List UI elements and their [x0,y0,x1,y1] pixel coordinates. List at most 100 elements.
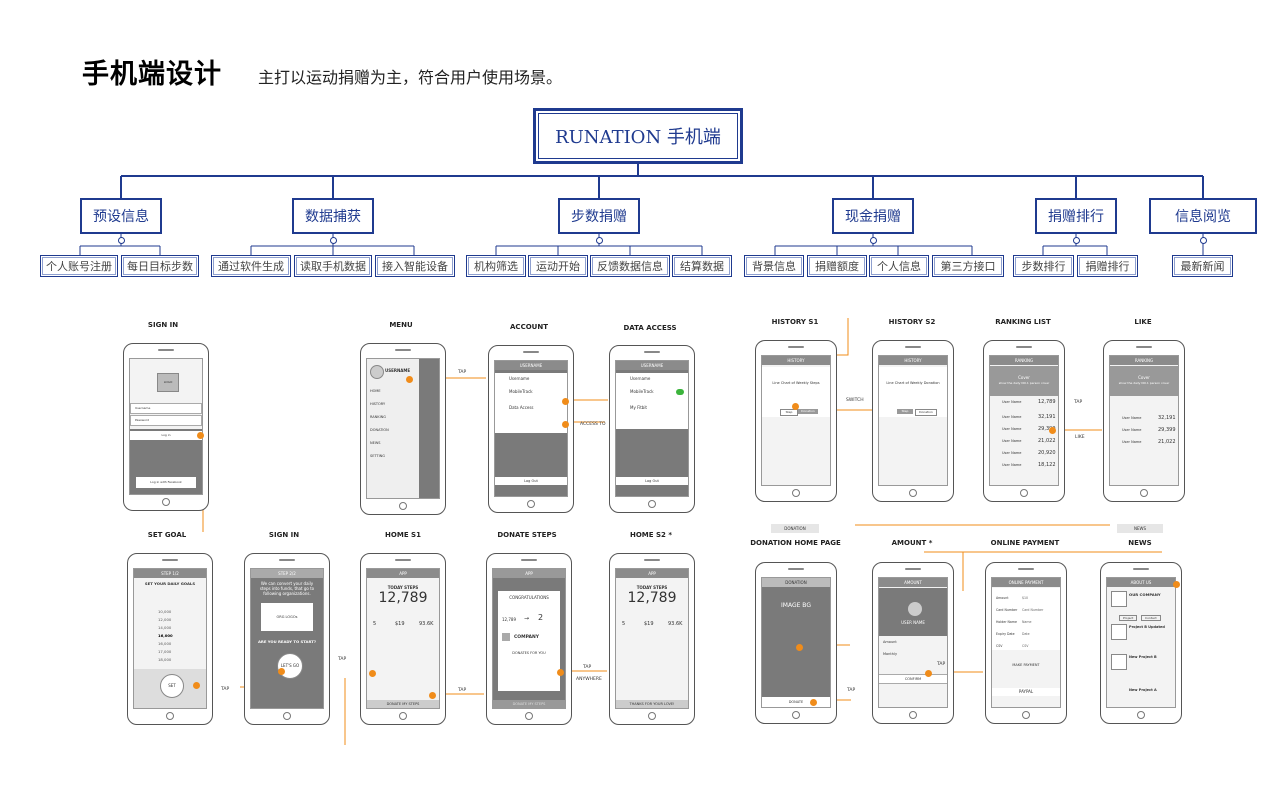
tree-node-info-reading: 信息阅览 [1149,198,1257,234]
rank-value: 32,191 [1038,414,1056,420]
news-item-title[interactable]: Project B Updated [1129,625,1165,629]
phone-amount: AMOUNT USER NAME Amount Monthly CONFIRM [872,562,954,724]
cover-subtitle: show the daily NO.1 person cover [998,381,1050,385]
org-logos: ORG LOGOs [261,603,313,631]
cover-subtitle: show the daily NO.1 person cover [1118,381,1170,385]
app-bar: APP [367,569,439,578]
paypal-button[interactable]: PAYPAL [992,688,1060,696]
rank-user: User Name [1002,451,1022,455]
username-input[interactable]: Username [130,403,202,414]
login-button[interactable]: Log in [130,431,202,440]
convert-text: We can convert your daily steps into fun… [259,581,315,596]
lets-go-button[interactable]: LET'S GO [277,653,303,679]
tap-hotspot [1173,581,1180,588]
today-steps-label: TODAY STEPS [387,585,419,590]
tree-leaf: 运动开始 [528,255,588,277]
menu-username: USERNAME [385,368,411,373]
amount-label: Amount [883,640,897,644]
donate-steps-button[interactable]: DONATE MY STEPS [367,700,439,708]
annotation-tap: TAP [458,370,467,375]
account-title-bar: USERNAME [495,361,567,370]
tab-step[interactable]: Step [780,409,798,416]
tab-contact[interactable]: Contact [1141,615,1161,621]
tree-node-step-donation: 步数捐赠 [558,198,640,234]
rank-value: 12,789 [1038,399,1056,405]
tab-donation[interactable]: Donation [915,409,937,416]
menu-item-ranking[interactable]: RANKING [370,415,386,419]
rank-value: 18,122 [1038,462,1056,468]
congrats-result: 2 [538,613,544,622]
menu-item-home[interactable]: HOME [370,389,381,393]
news-item-title[interactable]: New Project B [1129,655,1157,659]
password-input[interactable]: Password [130,415,202,426]
screen-label-home-s1: HOME S1 [385,531,421,539]
tab-donation[interactable]: Donation [798,409,818,414]
tap-hotspot [278,668,285,675]
annotation-tap: TAP [221,687,230,692]
screen-label-donation-home: DONATION HOME PAGE [750,539,841,547]
avatar [370,365,384,379]
arrow-right-icon: → [524,615,530,622]
company-logo [502,633,510,641]
account-row[interactable]: MobileTrack [509,389,533,394]
donate-steps-button[interactable]: DONATE MY STEPS [493,700,565,708]
tap-hotspot [810,699,817,706]
today-steps-value: 12,789 [378,590,428,606]
tree-leaf: 最新新闻 [1172,255,1233,277]
ranking-title-bar: RANKING [1110,356,1178,365]
monthly-label: Monthly [883,652,898,656]
phone-menu: USERNAME HOME HISTORY RANKING DONATION N… [360,343,446,515]
menu-item-setting[interactable]: SETTING [370,454,386,458]
donation-bar: DONATION [762,578,830,587]
account-row[interactable]: Data Access [509,405,534,410]
phone-history-s1: HISTORY Line Chart of Weekly Steps Step … [755,340,837,502]
phone-history-s2: HISTORY Line Chart of Weekly Donation St… [872,340,954,502]
menu-item-history[interactable]: HISTORY [370,402,386,406]
congrats-steps: 12,789 [502,617,516,622]
screen-label-history-s2: HISTORY S2 [888,318,936,326]
rank-value: 29,399 [1038,426,1056,432]
data-row[interactable]: Username [630,376,651,381]
menu-item-news[interactable]: NEWS [370,441,381,445]
news-item-title[interactable]: New Project A [1129,688,1157,692]
stat-value: $19 [644,621,654,627]
screen-label-menu: MENU [389,321,413,329]
logout-button[interactable]: Log Out [495,477,567,485]
tree-leaf: 个人信息 [869,255,929,277]
logout-button[interactable]: Log Out [616,477,688,485]
tree-leaf: 机构筛选 [466,255,526,277]
make-payment-button[interactable]: MAKE PAYMENT [1012,663,1040,667]
annotation-tap: TAP [338,657,347,662]
annotation-tap: TAP [458,688,467,693]
menu-item-donation[interactable]: DONATION [370,428,389,432]
thanks-bar: THANKS FOR YOUR LOVE! [616,700,688,708]
data-row[interactable]: MobileTrack [630,389,654,394]
tree-leaf: 捐赠额度 [807,255,867,277]
toggle-on-icon[interactable] [676,389,684,395]
rank-value: 21,022 [1038,438,1056,444]
tap-hotspot [197,432,204,439]
step2-bar: STEP 2/2 [251,569,323,578]
account-row[interactable]: Username [509,376,530,381]
phone-data-access: USERNAME Username MobileTrack My Fitbit … [609,345,695,513]
facebook-login-button[interactable]: Log in with Facebook [136,477,196,488]
set-button[interactable]: SET [160,674,184,698]
data-title-bar: USERNAME [616,361,688,370]
donate-button[interactable]: DONATE [762,697,830,707]
confirm-button[interactable]: CONFIRM [879,674,947,684]
data-row[interactable]: My Fitbit [630,405,647,410]
annotation-switch: SWITCH [846,398,864,403]
tab-step[interactable]: Step [897,409,913,414]
tap-hotspot [1049,427,1056,434]
screen-label-news: NEWS [1128,539,1152,547]
goal-step-bar: STEP 1/2 [134,569,206,578]
history-title-bar: HISTORY [762,356,830,365]
tree-node-preset-info: 预设信息 [80,198,162,234]
tap-hotspot [557,669,564,676]
tab-project[interactable]: Project [1119,615,1138,621]
collapse-dot-icon [870,237,877,244]
stat-value: 5 [373,621,377,627]
